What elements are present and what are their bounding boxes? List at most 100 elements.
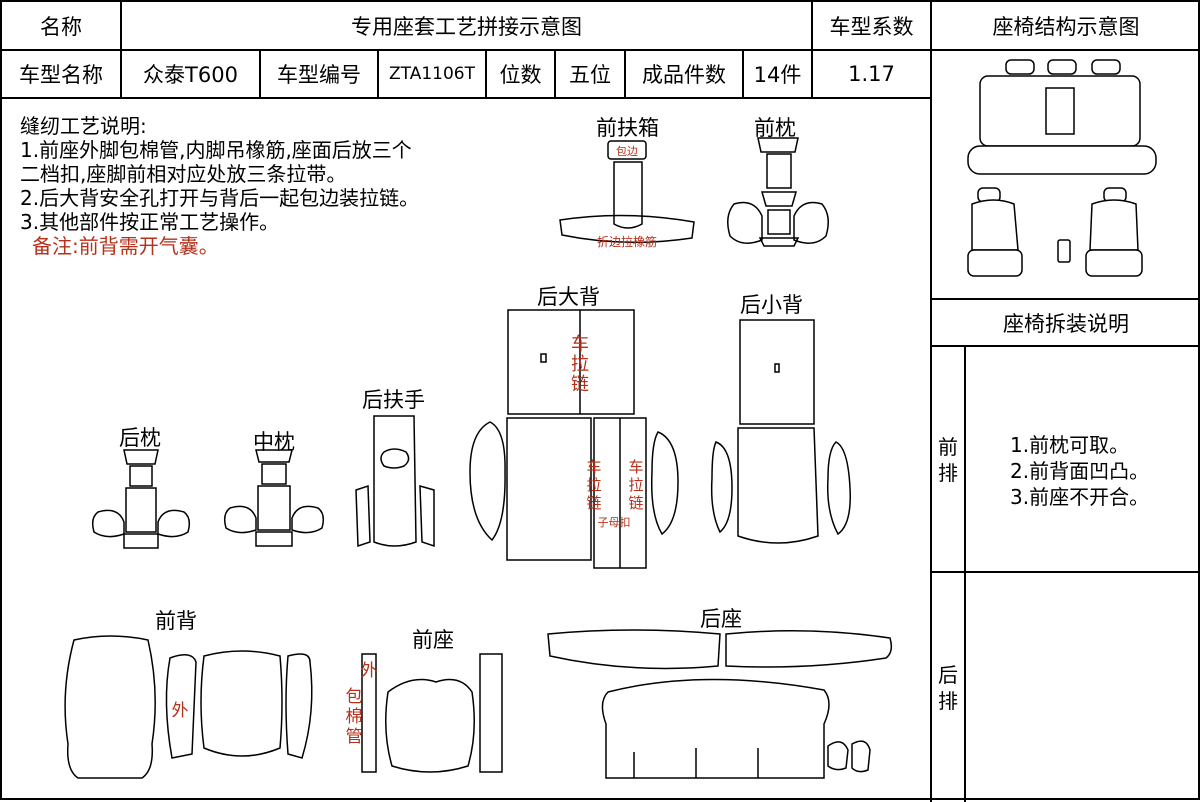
rear-big-back-pieces: 车 拉 链 车 拉 链 车 拉 链 子母扣 xyxy=(469,309,679,569)
front-pillow-bottom xyxy=(758,237,800,247)
seats-value: 五位 xyxy=(569,63,611,87)
notes-line: 二档扣,座脚前相对应处放三条拉带。 xyxy=(20,162,347,186)
structure-headrest xyxy=(1091,59,1121,75)
front-seat-outer-mark: 外 xyxy=(361,661,378,681)
mid-pillow-bottom xyxy=(255,531,293,547)
front-pillow-left xyxy=(727,201,763,244)
front-seat-right-strip xyxy=(479,653,503,773)
rear-armrest-pieces xyxy=(355,415,435,548)
grid-line xyxy=(377,49,379,98)
part-label-rear-seat: 后座 xyxy=(700,607,742,631)
part-label-front-armrest: 前扶箱 xyxy=(596,116,659,140)
rear-pillow-bottom xyxy=(123,533,159,549)
front-pillow-pieces xyxy=(727,137,829,247)
rear-big-back-hole xyxy=(540,353,547,363)
grid-line xyxy=(930,2,932,802)
grid-line xyxy=(930,345,1200,347)
rear-big-back-upper xyxy=(507,309,635,415)
name-label: 名称 xyxy=(40,14,82,39)
zipper-label: 链 xyxy=(586,494,601,512)
structure-front-seat-left xyxy=(971,199,1019,251)
front-seat-wrap-mark: 包 xyxy=(346,687,363,707)
zipper-label: 车 xyxy=(628,458,643,476)
removal-title: 座椅拆装说明 xyxy=(1003,311,1129,336)
structure-front-cushion-right xyxy=(1085,249,1143,277)
grid-line xyxy=(2,97,930,99)
mid-pillow-left xyxy=(223,505,257,534)
grid-line xyxy=(485,49,487,98)
rear-armrest-body xyxy=(373,415,417,547)
structure-label: 座椅结构示意图 xyxy=(992,14,1140,39)
rear-pillow-main xyxy=(125,487,157,533)
front-back-right-side xyxy=(285,653,313,759)
front-armrest-strip xyxy=(559,214,695,244)
snap-label: 子母扣 xyxy=(598,515,631,529)
rear-small-back-upper xyxy=(739,319,815,425)
front-back-rear-panel xyxy=(64,635,156,779)
part-label-front-seat: 前座 xyxy=(412,628,454,652)
grid-line xyxy=(120,2,122,50)
rear-big-back-right-side xyxy=(650,431,679,536)
front-row-note: 2.前背面凹凸。 xyxy=(1010,459,1150,483)
front-back-left-side xyxy=(165,654,197,759)
grid-line xyxy=(120,49,122,98)
model-name-label: 车型名称 xyxy=(19,63,103,87)
zipper-label: 拉 xyxy=(571,354,589,375)
front-row-note: 1.前枕可取。 xyxy=(1010,433,1130,457)
model-code-label: 车型编号 xyxy=(277,63,361,87)
rear-small-back-left-side xyxy=(710,441,733,534)
notes-line: 3.其他部件按正常工艺操作。 xyxy=(20,210,280,234)
grid-line xyxy=(742,49,744,98)
model-name: 众泰T600 xyxy=(143,63,238,87)
grid-line xyxy=(2,49,930,51)
grid-line xyxy=(554,49,556,98)
rear-pillow-left xyxy=(91,509,125,538)
structure-headrest xyxy=(1047,59,1077,75)
front-seat-wrap-mark: 棉 xyxy=(346,707,363,727)
part-label-rear-armrest: 后扶手 xyxy=(362,388,425,412)
zipper-label: 链 xyxy=(571,374,589,395)
zipper-label: 车 xyxy=(586,458,601,476)
rear-big-back-left-side xyxy=(469,421,506,542)
rear-armrest-left-strip xyxy=(355,484,371,548)
front-row-char: 前 xyxy=(938,435,958,459)
rear-seat-main xyxy=(601,678,830,779)
model-code: ZTA1106T xyxy=(389,64,475,84)
zipper-label: 拉 xyxy=(586,476,601,494)
front-armrest-note: 折边拉橡筋 xyxy=(597,234,657,249)
front-back-outer-mark: 外 xyxy=(172,701,189,721)
notes-line: 2.后大背安全孔打开与背后一起包边装拉链。 xyxy=(20,186,420,210)
rear-seat-right-strip xyxy=(725,630,893,668)
grid-line xyxy=(624,49,626,98)
coef-value: 1.17 xyxy=(848,62,895,86)
rear-seat-left-strip xyxy=(547,629,721,670)
structure-front-cushion-left xyxy=(967,249,1023,277)
front-armrest-top xyxy=(607,140,647,160)
front-seat-left-strip xyxy=(361,653,377,773)
front-pillow-top xyxy=(757,137,799,153)
pieces-value: 14件 xyxy=(753,63,802,87)
zipper-label: 车 xyxy=(571,334,589,355)
front-row-note: 3.前座不开合。 xyxy=(1010,485,1150,509)
rear-small-back-hole xyxy=(774,363,780,373)
sewing-notes: 缝纫工艺说明: 1.前座外脚包棉管,内脚吊橡筋,座面后放三个 二档扣,座脚前相对… xyxy=(20,114,419,258)
front-row-notes: 1.前枕可取。 2.前背面凹凸。 3.前座不开合。 xyxy=(1010,432,1149,510)
coef-label: 车型系数 xyxy=(829,14,914,39)
rear-pillow-top xyxy=(123,449,159,465)
notes-line: 1.前座外脚包棉管,内脚吊橡筋,座面后放三个 xyxy=(20,138,412,162)
mid-pillow-pieces xyxy=(223,449,325,547)
mid-pillow-right xyxy=(291,505,325,534)
rear-row-char: 排 xyxy=(938,689,958,713)
rear-big-back-main xyxy=(506,417,592,561)
zipper-label: 拉 xyxy=(628,476,643,494)
part-label-front-back: 前背 xyxy=(155,609,197,633)
rear-row-char: 后 xyxy=(938,663,958,687)
front-armrest-body xyxy=(613,161,643,229)
front-row-char: 排 xyxy=(938,461,958,485)
front-back-main xyxy=(200,650,283,757)
seat-structure-diagram xyxy=(967,59,1157,277)
rear-seat-tab-left xyxy=(827,741,849,771)
part-label-rear-big-back: 后大背 xyxy=(537,285,600,309)
front-armrest-baobian: 包边 xyxy=(616,145,638,158)
